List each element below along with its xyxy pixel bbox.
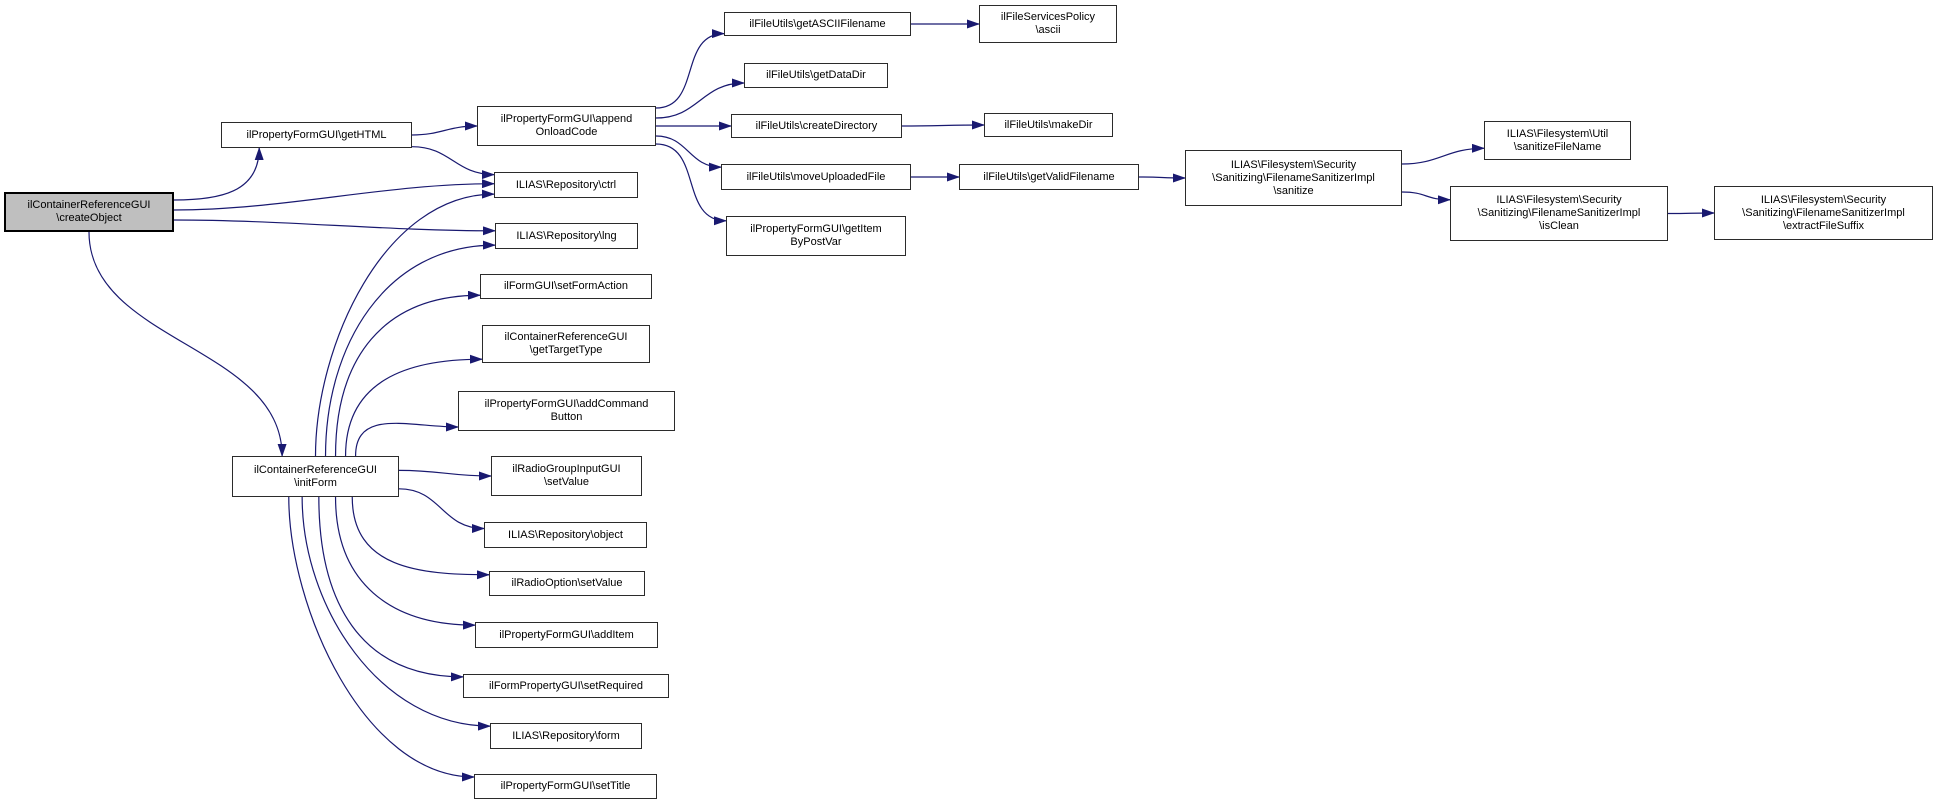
edge-createObject-to-getHTML [173, 147, 264, 201]
node-label-line: \setValue [543, 476, 590, 488]
node-repositoryObject[interactable]: ILIAS\Repository\object [484, 522, 647, 548]
node-lng[interactable]: ILIAS\Repository\lng [495, 223, 638, 249]
node-label-line: \createObject [56, 212, 122, 224]
edge-initForm-to-repositoryForm [301, 496, 491, 731]
edge-appendOnloadCode-to-getItemByPostVar [655, 143, 727, 226]
node-label-line: ilFormPropertyGUI\setRequired [488, 679, 644, 692]
edge-createObject-to-lng [173, 219, 496, 236]
node-label-line: Button [550, 411, 583, 423]
node-label-line: \sanitize [1273, 184, 1314, 197]
node-label-line: ilPropertyFormGUI\setTitle [500, 780, 631, 792]
node-label-line: ILIAS\Repository\ctrl [515, 178, 617, 191]
node-initForm[interactable]: ilContainerReferenceGUI\initForm [232, 456, 399, 497]
node-extractFileSuffix[interactable]: ILIAS\Filesystem\Security\Sanitizing\Fil… [1714, 186, 1933, 240]
node-label-line: ILIAS\Filesystem\Util [1506, 127, 1609, 140]
node-setRequired[interactable]: ilFormPropertyGUI\setRequired [463, 674, 669, 698]
node-label-line: ilFileUtils\getDataDir [766, 69, 866, 81]
node-radioOptionSetValue[interactable]: ilRadioOption\setValue [489, 571, 645, 596]
node-label-line: ilContainerReferenceGUI [504, 331, 628, 343]
node-label-line: ILIAS\Filesystem\Security [1760, 193, 1887, 206]
edge-initForm-to-setFormAction [334, 290, 481, 457]
edge-initForm-to-getTargetType [344, 354, 483, 457]
node-repositoryForm[interactable]: ILIAS\Repository\form [490, 723, 642, 749]
node-sanitizeFileName[interactable]: ILIAS\Filesystem\Util\sanitizeFileName [1484, 121, 1631, 160]
node-label-line: ilPropertyFormGUI\addItem [499, 628, 634, 641]
node-label-line: ilFileUtils\getASCIIFilename [749, 17, 886, 30]
node-label-line: \Sanitizing\FilenameSanitizerImpl [1477, 207, 1641, 219]
edge-initForm-to-repositoryObject [398, 488, 485, 533]
node-label-line: \getTargetType [529, 344, 603, 356]
edge-sanitize-to-isClean [1401, 191, 1451, 205]
edge-createObject-to-ctrl [173, 179, 495, 211]
node-asciiPolicy[interactable]: ilFileServicesPolicy\ascii [979, 5, 1117, 43]
edge-isClean-to-extractFileSuffix [1667, 208, 1715, 218]
node-label-line: ilRadioOption\setValue [511, 577, 623, 589]
edge-getHTML-to-ctrl [411, 146, 495, 180]
node-label-line: ILIAS\Filesystem\Security [1230, 158, 1357, 171]
node-label-line: ilRadioGroupInputGUI [512, 463, 621, 475]
edge-appendOnloadCode-to-getDataDir [655, 78, 745, 119]
node-label-line: \Sanitizing\FilenameSanitizerImpl [1212, 171, 1375, 184]
node-radioGroupSetValue[interactable]: ilRadioGroupInputGUI\setValue [491, 456, 642, 496]
edge-initForm-to-lng [324, 240, 496, 457]
node-setTitle[interactable]: ilPropertyFormGUI\setTitle [474, 774, 657, 799]
node-label-line: \initForm [294, 476, 337, 489]
edge-getValidFilename-to-sanitize [1138, 173, 1186, 183]
node-label-line: ILIAS\Repository\form [512, 729, 620, 742]
node-label-line: \extractFileSuffix [1782, 219, 1865, 232]
node-label-line: ilFormGUI\setFormAction [503, 280, 629, 292]
node-createObject[interactable]: ilContainerReferenceGUI\createObject [4, 192, 174, 232]
node-getASCIIFilename[interactable]: ilFileUtils\getASCIIFilename [724, 12, 911, 36]
node-label-line: ILIAS\Repository\lng [516, 229, 617, 242]
node-label-line: ilContainerReferenceGUI [254, 463, 377, 476]
node-isClean[interactable]: ILIAS\Filesystem\Security\Sanitizing\Fil… [1450, 186, 1668, 241]
node-label-line: \isClean [1539, 220, 1579, 232]
node-label-line: ilPropertyFormGUI\getHTML [246, 128, 387, 141]
node-label-line: OnloadCode [535, 126, 598, 138]
node-label-line: ilFileServicesPolicy [1000, 11, 1096, 23]
edge-initForm-to-radioOptionSetValue [351, 496, 490, 580]
node-label-line: ILIAS\Repository\object [508, 528, 623, 541]
node-label-line: ILIAS\Filesystem\Security [1496, 194, 1622, 206]
edge-initForm-to-setTitle [288, 496, 475, 782]
edge-initForm-to-addItem [334, 496, 476, 630]
node-label-line: ilPropertyFormGUI\addCommand [484, 398, 649, 410]
node-label-line: \Sanitizing\FilenameSanitizerImpl [1742, 206, 1905, 219]
node-sanitize[interactable]: ILIAS\Filesystem\Security\Sanitizing\Fil… [1185, 150, 1402, 206]
node-ctrl[interactable]: ILIAS\Repository\ctrl [494, 172, 638, 198]
node-label-line: ilFileUtils\getValidFilename [983, 170, 1115, 183]
edge-appendOnloadCode-to-getASCIIFilename [655, 29, 725, 109]
edge-createDirectory-to-makeDir [901, 120, 985, 130]
node-getTargetType[interactable]: ilContainerReferenceGUI\getTargetType [482, 325, 650, 363]
node-label-line: \sanitizeFileName [1513, 140, 1602, 153]
node-label-line: ilFileUtils\moveUploadedFile [746, 170, 886, 183]
edge-createObject-to-initForm [88, 231, 287, 457]
node-makeDir[interactable]: ilFileUtils\makeDir [984, 113, 1113, 137]
node-label-line: \ascii [1035, 24, 1061, 36]
edge-initForm-to-setRequired [318, 496, 464, 682]
node-label-line: ilPropertyFormGUI\getItem [750, 223, 882, 235]
node-label-line: ByPostVar [790, 236, 842, 248]
edge-initForm-to-radioGroupSetValue [398, 469, 492, 481]
node-createDirectory[interactable]: ilFileUtils\createDirectory [731, 114, 902, 138]
node-label-line: ilContainerReferenceGUI [27, 199, 151, 211]
node-label-line: ilFileUtils\createDirectory [755, 119, 878, 132]
edge-initForm-to-addCommandButton [354, 422, 459, 457]
edge-sanitize-to-sanitizeFileName [1401, 143, 1485, 165]
node-label-line: ilFileUtils\makeDir [1004, 118, 1093, 131]
node-setFormAction[interactable]: ilFormGUI\setFormAction [480, 274, 652, 299]
edge-getHTML-to-appendOnloadCode [411, 121, 478, 136]
node-moveUploadedFile[interactable]: ilFileUtils\moveUploadedFile [721, 164, 911, 190]
node-getDataDir[interactable]: ilFileUtils\getDataDir [744, 63, 888, 88]
node-addItem[interactable]: ilPropertyFormGUI\addItem [475, 622, 658, 648]
edge-initForm-to-ctrl [314, 189, 495, 457]
edge-appendOnloadCode-to-moveUploadedFile [655, 135, 722, 172]
node-getHTML[interactable]: ilPropertyFormGUI\getHTML [221, 122, 412, 148]
node-label-line: ilPropertyFormGUI\append [500, 113, 633, 125]
node-getValidFilename[interactable]: ilFileUtils\getValidFilename [959, 164, 1139, 190]
